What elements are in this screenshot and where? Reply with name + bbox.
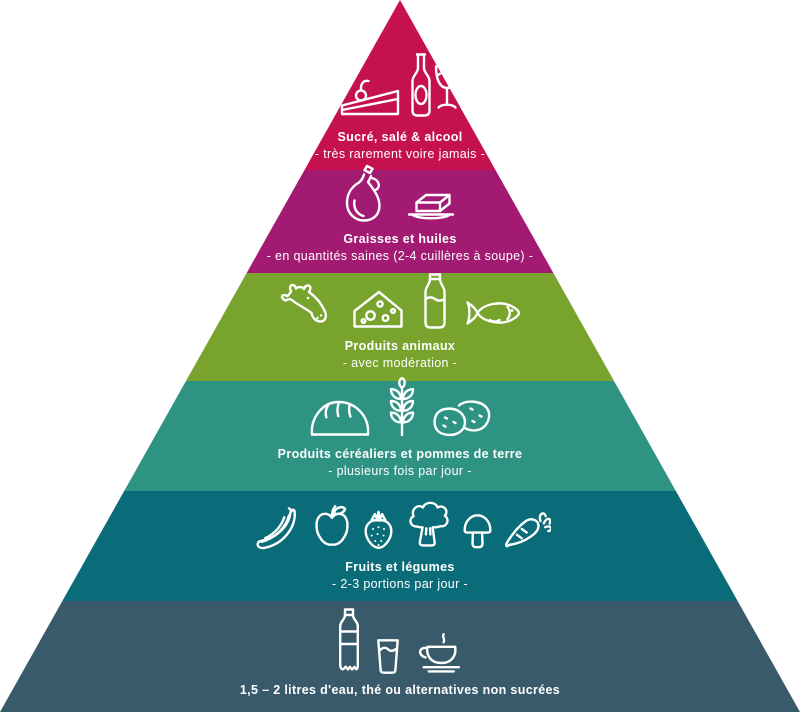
fish-icon bbox=[466, 301, 521, 325]
milk-bottle-icon bbox=[424, 273, 446, 329]
level-2-icons bbox=[344, 164, 456, 224]
strawberry-icon bbox=[364, 510, 393, 549]
broccoli-icon bbox=[409, 501, 449, 547]
level-title: 1,5 – 2 litres d'eau, thé ou alternative… bbox=[239, 683, 561, 698]
drinking-glass-icon bbox=[377, 639, 399, 675]
level-subtitle: - 2-3 portions par jour - bbox=[332, 577, 468, 592]
mushroom-icon bbox=[463, 513, 492, 549]
water-bottle-icon bbox=[339, 608, 359, 672]
level-grains-potatoes: Produits céréaliers et pommes de terre -… bbox=[0, 376, 800, 491]
wheat-icon bbox=[389, 376, 415, 436]
level-1-icons bbox=[338, 52, 462, 118]
carrot-icon bbox=[505, 511, 551, 548]
level-title: Fruits et légumes bbox=[345, 559, 455, 574]
level-title: Produits céréaliers et pommes de terre bbox=[277, 446, 523, 461]
level-title: Sucré, salé & alcool bbox=[337, 129, 463, 144]
butter-dish-icon bbox=[407, 193, 455, 220]
level-5-icons bbox=[249, 500, 551, 550]
level-subtitle: - très rarement voire jamais - bbox=[314, 147, 486, 162]
cake-slice-icon bbox=[340, 79, 400, 115]
tea-cup-icon bbox=[419, 633, 461, 673]
cheese-icon bbox=[353, 290, 403, 328]
level-title: Graisses et huiles bbox=[343, 231, 457, 246]
level-fats-oils: Graisses et huiles - en quantités saines… bbox=[0, 164, 800, 273]
level-fruits-vegetables: Fruits et légumes - 2-3 portions par jou… bbox=[0, 491, 800, 601]
level-subtitle: - avec modération - bbox=[342, 356, 458, 371]
wine-bottle-icon bbox=[411, 53, 431, 117]
level-subtitle: - en quantités saines (2-4 cuillères à s… bbox=[266, 249, 534, 264]
level-4-icons bbox=[308, 376, 492, 437]
level-3-icons bbox=[277, 272, 523, 330]
level-6-icons bbox=[336, 607, 464, 675]
level-animal-products: Produits animaux - avec modération - bbox=[0, 273, 800, 381]
oil-cruet-icon bbox=[345, 164, 381, 222]
level-water-tea: 1,5 – 2 litres d'eau, thé ou alternative… bbox=[0, 601, 800, 712]
level-title: Produits animaux bbox=[344, 338, 456, 353]
potatoes-icon bbox=[433, 400, 491, 436]
level-sweets-salt-alcohol: Sucré, salé & alcool - très rarement voi… bbox=[0, 0, 800, 170]
bread-icon bbox=[310, 400, 370, 436]
cow-icon bbox=[280, 283, 327, 323]
bananas-icon bbox=[256, 506, 296, 549]
apple-icon bbox=[315, 504, 349, 546]
level-subtitle: - plusieurs fois par jour - bbox=[328, 464, 472, 479]
wine-glass-icon bbox=[434, 65, 460, 109]
